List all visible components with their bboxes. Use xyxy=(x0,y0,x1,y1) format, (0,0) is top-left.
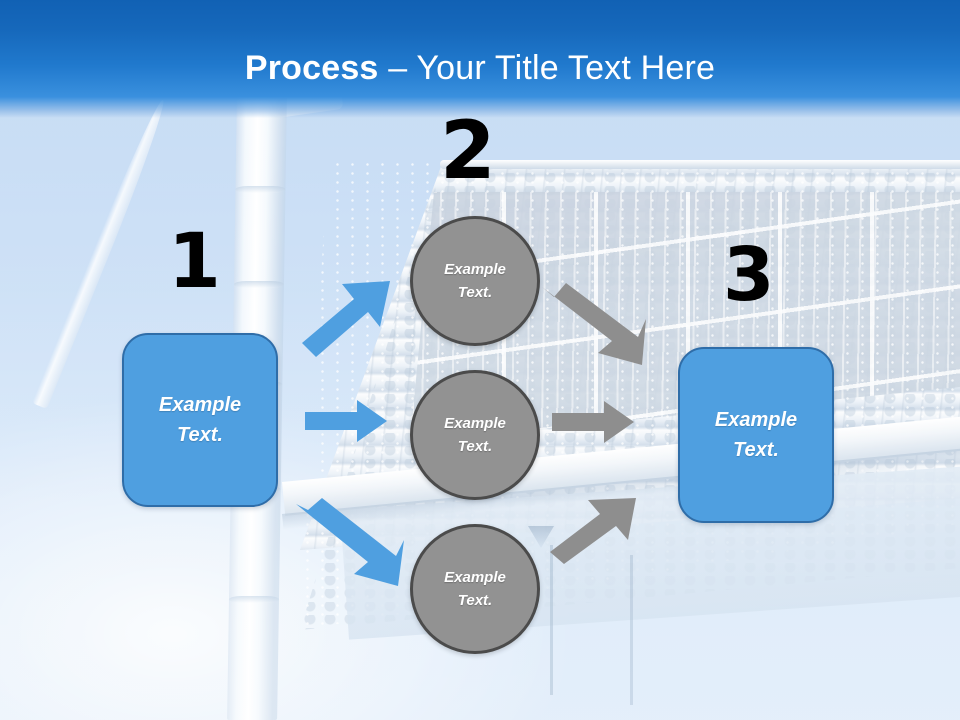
circle-1-line2: Text. xyxy=(457,284,493,301)
arrow-up-right-icon xyxy=(302,281,392,359)
arrow-up-right-icon xyxy=(550,498,640,566)
box-1-line1: Example xyxy=(158,394,242,416)
process-circle-2[interactable]: Example Text. xyxy=(410,370,540,500)
page-title-bold: Process xyxy=(244,49,379,87)
page-title: Process – Your Title Text Here xyxy=(0,48,960,88)
box-3-line2: Text. xyxy=(733,439,779,461)
box-3-line1: Example xyxy=(714,409,798,431)
circle-1-line1: Example xyxy=(444,261,506,278)
process-circle-3[interactable]: Example Text. xyxy=(410,524,540,654)
arrow-down-right-icon xyxy=(296,498,404,586)
arrow-down-right-icon xyxy=(542,283,646,365)
circle-3-line1: Example xyxy=(444,569,506,586)
roof-ridge xyxy=(440,160,960,169)
arrow-right-icon xyxy=(552,401,634,443)
step-number-1: 1 xyxy=(168,216,221,305)
circle-2-line2: Text. xyxy=(457,438,493,455)
circle-3-line2: Text. xyxy=(457,592,493,609)
step-number-3: 3 xyxy=(723,232,775,318)
box-1-line2: Text. xyxy=(177,424,223,446)
process-circle-1[interactable]: Example Text. xyxy=(410,216,540,346)
page-title-light: Your Title Text Here xyxy=(416,49,716,87)
circle-2-line1: Example xyxy=(444,415,506,432)
page-title-separator: – xyxy=(378,49,417,87)
process-box-3[interactable]: Example Text. xyxy=(678,347,834,523)
arrow-right-icon xyxy=(305,400,387,442)
process-box-1[interactable]: Example Text. xyxy=(122,333,278,507)
title-banner xyxy=(0,0,960,118)
step-number-2: 2 xyxy=(440,104,496,197)
